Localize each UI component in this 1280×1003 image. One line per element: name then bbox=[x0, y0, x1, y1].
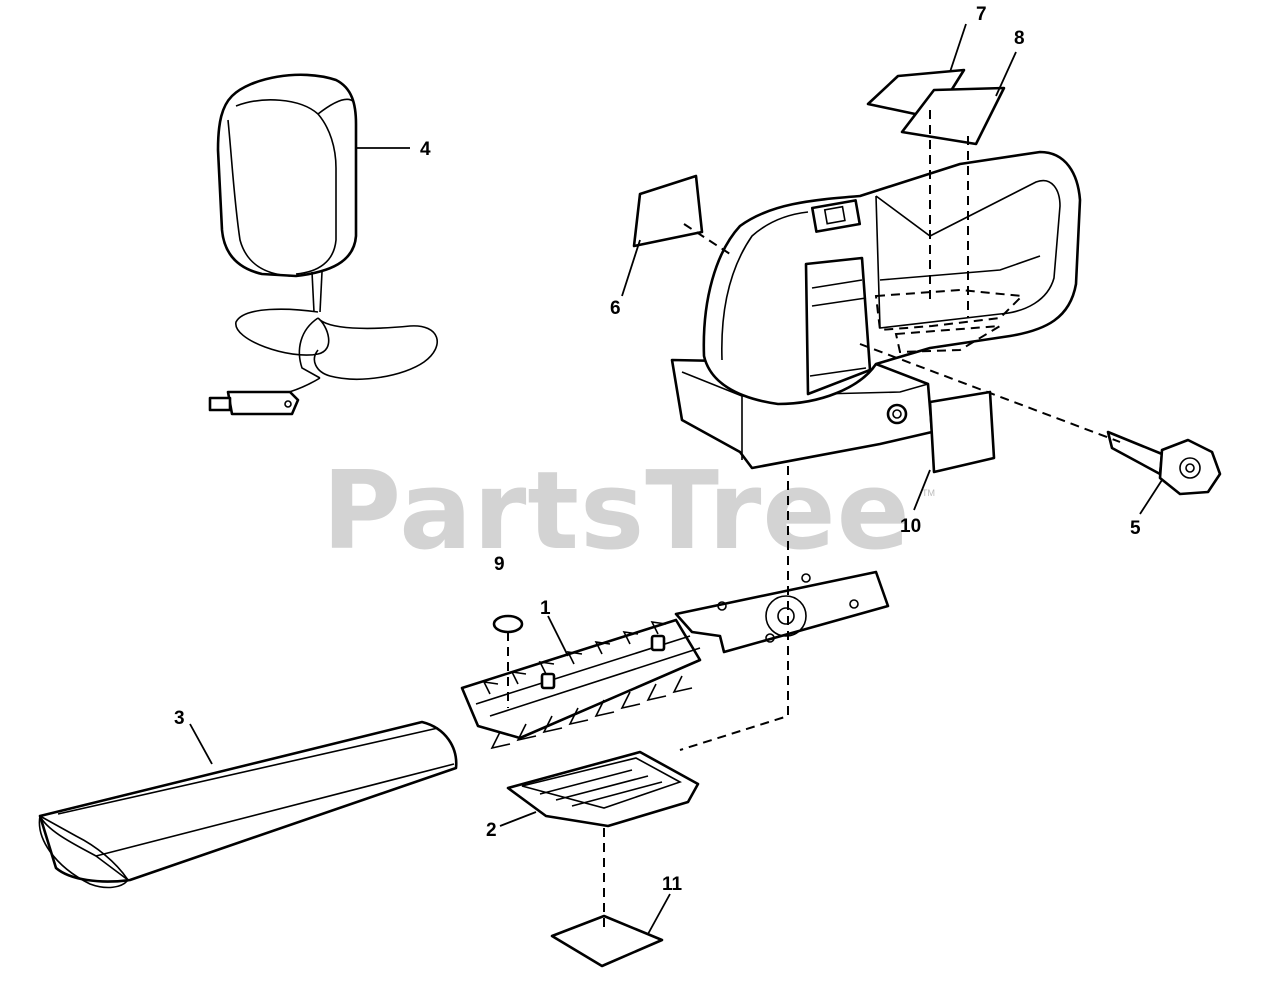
callout-5: 5 bbox=[1130, 518, 1141, 539]
assembly-guide-lines bbox=[507, 110, 1121, 928]
callout-1: 1 bbox=[540, 598, 551, 619]
callout-11: 11 bbox=[662, 874, 683, 895]
part-label-11[interactable] bbox=[550, 914, 664, 968]
callout-3: 3 bbox=[174, 708, 185, 729]
part-blade-assembly-1[interactable] bbox=[460, 570, 890, 750]
part-key-5[interactable] bbox=[1106, 430, 1222, 496]
callout-4: 4 bbox=[420, 139, 431, 160]
callout-10: 10 bbox=[900, 516, 921, 537]
watermark-trademark: TM bbox=[922, 488, 935, 498]
callout-9: 9 bbox=[494, 554, 505, 575]
part-nameplate-10[interactable] bbox=[928, 390, 996, 474]
callout-leaders bbox=[189, 23, 1163, 935]
part-blade-plate-2[interactable] bbox=[506, 750, 700, 828]
part-label-6[interactable] bbox=[632, 174, 704, 248]
callout-8: 8 bbox=[1014, 28, 1025, 49]
callout-6: 6 bbox=[610, 298, 621, 319]
callout-2: 2 bbox=[486, 820, 497, 841]
part-washer-9[interactable] bbox=[492, 614, 524, 634]
part-motor-housing[interactable] bbox=[670, 150, 1082, 470]
callout-labels: 1 2 3 4 5 6 7 8 9 10 11 bbox=[174, 4, 1141, 895]
part-label-8[interactable] bbox=[900, 86, 1006, 146]
callout-7: 7 bbox=[976, 4, 987, 25]
watermark-text: PartsTree bbox=[322, 449, 911, 574]
part-blade-sheath-3[interactable] bbox=[38, 720, 458, 889]
part-charger-adapter[interactable] bbox=[208, 73, 438, 416]
